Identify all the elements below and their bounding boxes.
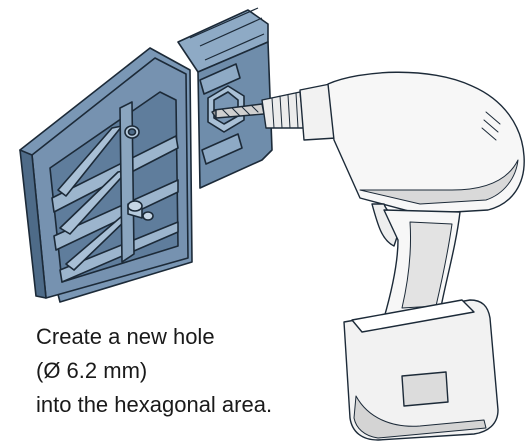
instruction-line-3: into the hexagonal area. bbox=[36, 392, 273, 417]
drill-motor-housing bbox=[327, 71, 525, 215]
rail-ribs bbox=[189, 7, 265, 61]
instruction-text: Create a new hole (Ø 6.2 mm) into the he… bbox=[36, 320, 336, 422]
plate-lug-bottom bbox=[201, 133, 243, 165]
instruction-line-1: Create a new hole bbox=[36, 324, 215, 349]
drill-housing-shade bbox=[359, 159, 519, 205]
plate-braces bbox=[57, 125, 133, 271]
cordless-drill bbox=[211, 71, 525, 441]
mounting-plate bbox=[19, 7, 273, 303]
plate-edge bbox=[19, 149, 47, 299]
chuck-grooves bbox=[271, 92, 299, 129]
plate-pin-upper bbox=[124, 125, 140, 139]
plate-center-rib bbox=[119, 101, 135, 263]
drill-battery-shade bbox=[353, 395, 487, 439]
drill-battery bbox=[343, 299, 499, 441]
drill-battery-top bbox=[351, 299, 475, 333]
instruction-line-2: (Ø 6.2 mm) bbox=[36, 358, 148, 383]
drill-battery-latch bbox=[401, 371, 449, 407]
plate-lug-top bbox=[199, 63, 241, 95]
drill-vents bbox=[481, 111, 501, 141]
plate-pin-lower bbox=[127, 200, 154, 221]
